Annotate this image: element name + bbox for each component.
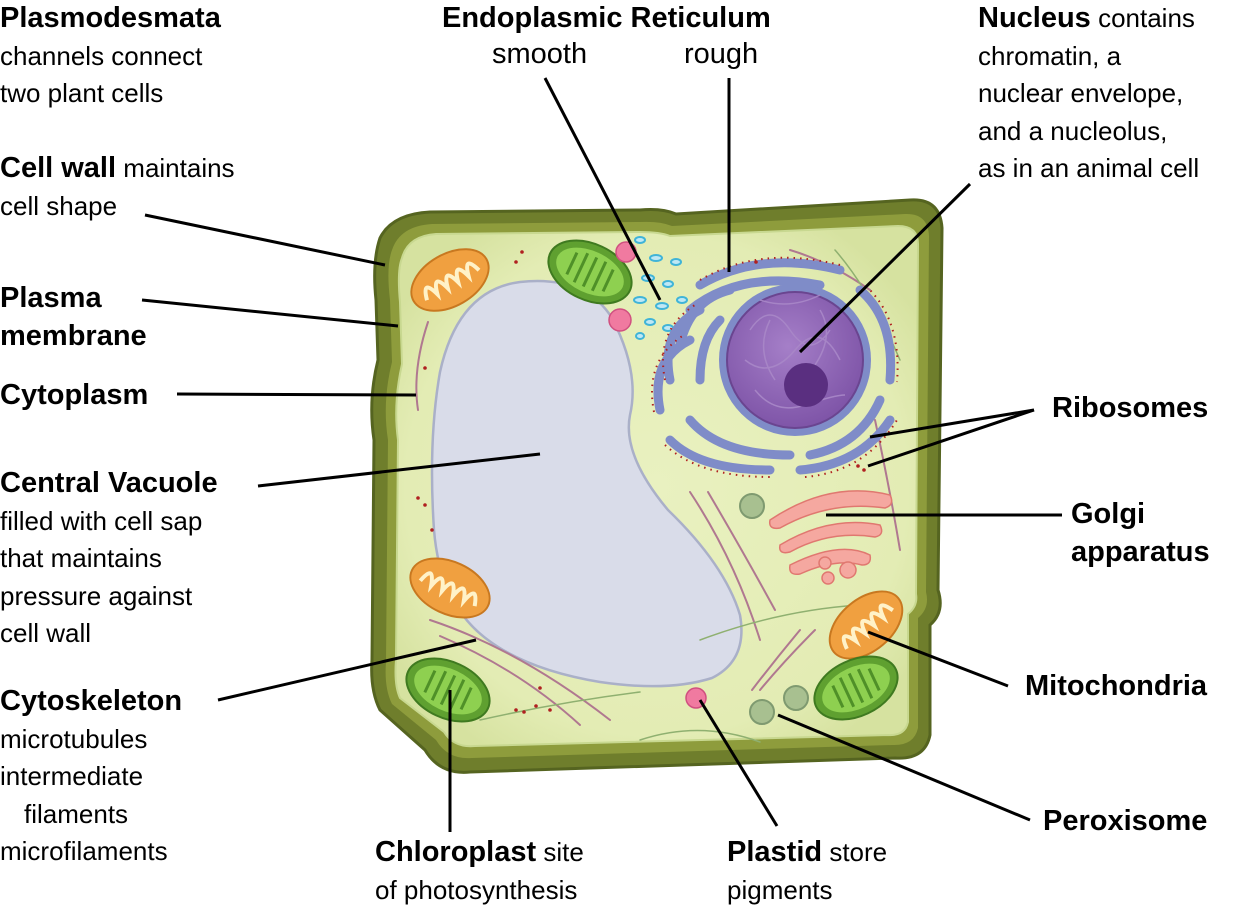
label-plasmodesmata: Plasmodesmata channels connect two plant… xyxy=(0,2,221,108)
chloroplast-top xyxy=(547,239,633,305)
cytoskeleton-filaments xyxy=(415,249,901,743)
label-plastid: Plastid store pigments xyxy=(727,836,888,905)
label-golgi: Golgi apparatus xyxy=(1071,498,1210,568)
label-rough-er: rough xyxy=(684,38,759,70)
mitochondrion-left xyxy=(409,557,491,619)
leader-cytoplasm xyxy=(176,392,417,397)
leader-cytoskeleton xyxy=(217,638,477,702)
mitochondrion-top xyxy=(410,248,490,312)
label-endoplasmic-reticulum: Endoplasmic Reticulum xyxy=(442,2,771,34)
label-chloroplast: Chloroplast site of photosynthesis xyxy=(375,836,584,905)
plastid-mid xyxy=(608,308,632,332)
label-cytoplasm: Cytoplasm xyxy=(0,379,149,411)
chloroplast-bottom-right xyxy=(813,655,899,721)
label-peroxisome: Peroxisome xyxy=(1043,805,1208,837)
peroxisomes xyxy=(739,493,809,725)
label-ribosomes: Ribosomes xyxy=(1052,392,1209,424)
mitochondrion-right xyxy=(828,590,904,660)
central-vacuole xyxy=(430,279,743,688)
nucleolus xyxy=(784,363,828,407)
label-nucleus: Nucleus contains chromatin, a nuclear en… xyxy=(978,2,1200,183)
smooth-er xyxy=(633,236,688,340)
leader-central-vacuole xyxy=(257,452,541,488)
rough-er xyxy=(653,258,896,475)
label-central-vacuole: Central Vacuole filled with cell sap tha… xyxy=(0,467,218,648)
leader-plastid xyxy=(698,699,779,827)
leader-ribosomes-b xyxy=(867,408,1035,468)
label-cytoskeleton: Cytoskeleton microtubules intermediate f… xyxy=(0,685,183,866)
leader-nucleus xyxy=(798,182,972,354)
leader-smooth-er xyxy=(543,77,662,301)
golgi-apparatus xyxy=(768,490,893,585)
leader-lines xyxy=(141,77,1062,832)
leader-plasma-membrane xyxy=(141,298,399,328)
leader-ribosomes-a xyxy=(869,408,1035,439)
label-mitochondria: Mitochondria xyxy=(1025,670,1208,702)
leader-mitochondria xyxy=(867,630,1009,688)
label-smooth-er: smooth xyxy=(492,38,588,70)
leader-peroxisome xyxy=(777,713,1031,822)
chloroplast-bottom-left xyxy=(405,657,491,723)
rough-er-ribosomes xyxy=(651,256,899,478)
label-plasma-membrane: Plasma membrane xyxy=(0,282,147,352)
free-ribosomes xyxy=(416,250,866,714)
label-cell-wall: Cell wall maintains cell shape xyxy=(0,152,235,221)
leader-cell-wall xyxy=(144,213,386,267)
nucleus xyxy=(719,284,871,436)
